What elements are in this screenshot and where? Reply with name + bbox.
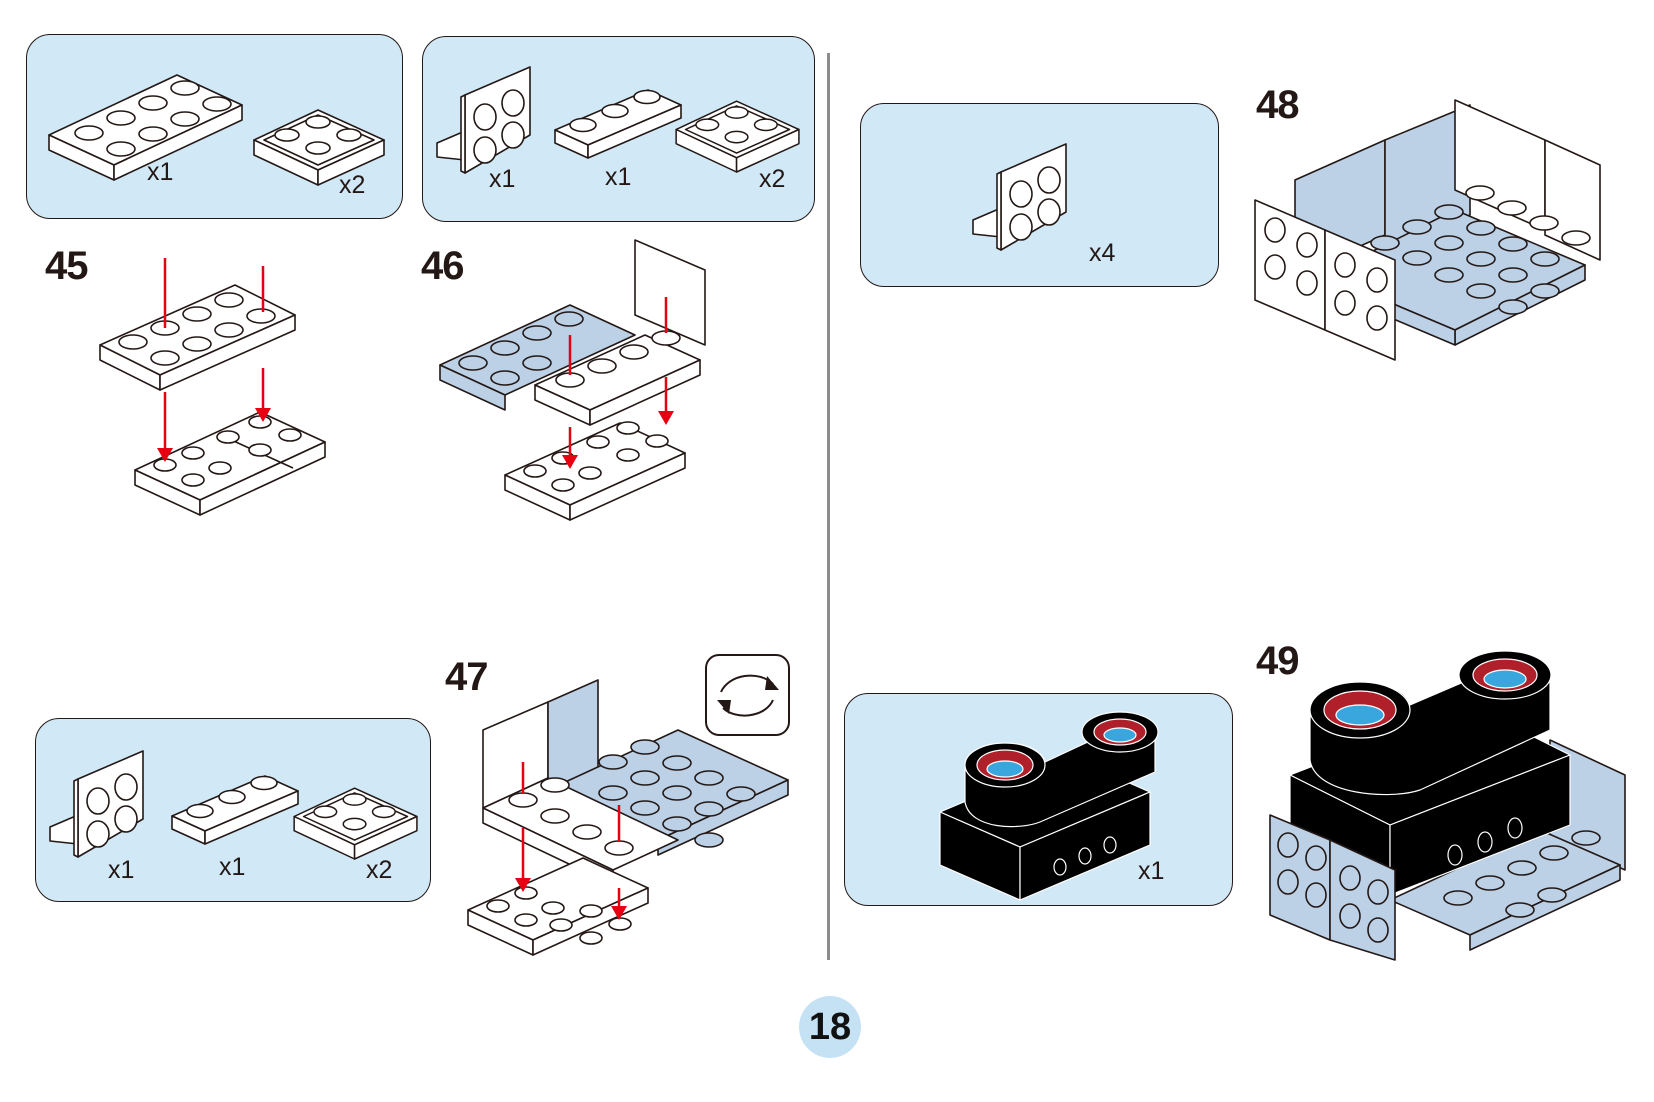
quantity-label: x1 (605, 163, 632, 191)
quantity-label: x2 (339, 171, 366, 199)
step-number-47: 47 (445, 655, 488, 699)
bracket-icon (49, 750, 144, 858)
quantity-label: x2 (759, 165, 786, 193)
quantity-label: x1 (489, 165, 516, 193)
quantity-label: x2 (366, 856, 393, 884)
step-number-45: 45 (45, 244, 88, 288)
rotate-model-icon (705, 654, 790, 736)
parts-box-step-46: x1 x1 x2 (422, 36, 815, 222)
quantity-label: x1 (108, 856, 135, 884)
quantity-label: x4 (1089, 239, 1116, 267)
page-number: 18 (808, 1005, 852, 1048)
step-45-illustration (99, 258, 326, 516)
bracket-icon (972, 143, 1067, 251)
step-49-illustration (1269, 650, 1626, 961)
quantity-label: x1 (219, 853, 246, 881)
plate-2x4-icon (48, 74, 243, 181)
parts-box-step-45: x1 x2 (26, 34, 403, 219)
inverted-plate-2x2-icon (293, 787, 418, 860)
quantity-label: x1 (147, 158, 174, 186)
ultrasonic-sensor-icon (939, 711, 1159, 901)
parts-box-step-49: x1 (844, 693, 1233, 906)
quantity-label: x1 (1138, 857, 1165, 885)
page-divider (827, 53, 830, 960)
plate-1x3-icon (171, 775, 299, 845)
bracket-icon (436, 66, 531, 174)
inverted-plate-2x2-icon (675, 100, 800, 173)
inverted-plate-2x2-icon (253, 109, 385, 186)
step-number-48: 48 (1256, 83, 1299, 127)
step-46-illustration (439, 239, 706, 521)
parts-box-step-48: x4 (860, 103, 1219, 287)
step-47-illustration (467, 679, 789, 956)
parts-box-step-47: x1 x1 x2 (35, 718, 431, 902)
page-number-badge: 18 (799, 996, 861, 1058)
plate-1x3-icon (554, 89, 682, 159)
step-48-illustration (1254, 99, 1601, 361)
step-number-49: 49 (1256, 639, 1299, 683)
step-number-46: 46 (421, 244, 464, 288)
